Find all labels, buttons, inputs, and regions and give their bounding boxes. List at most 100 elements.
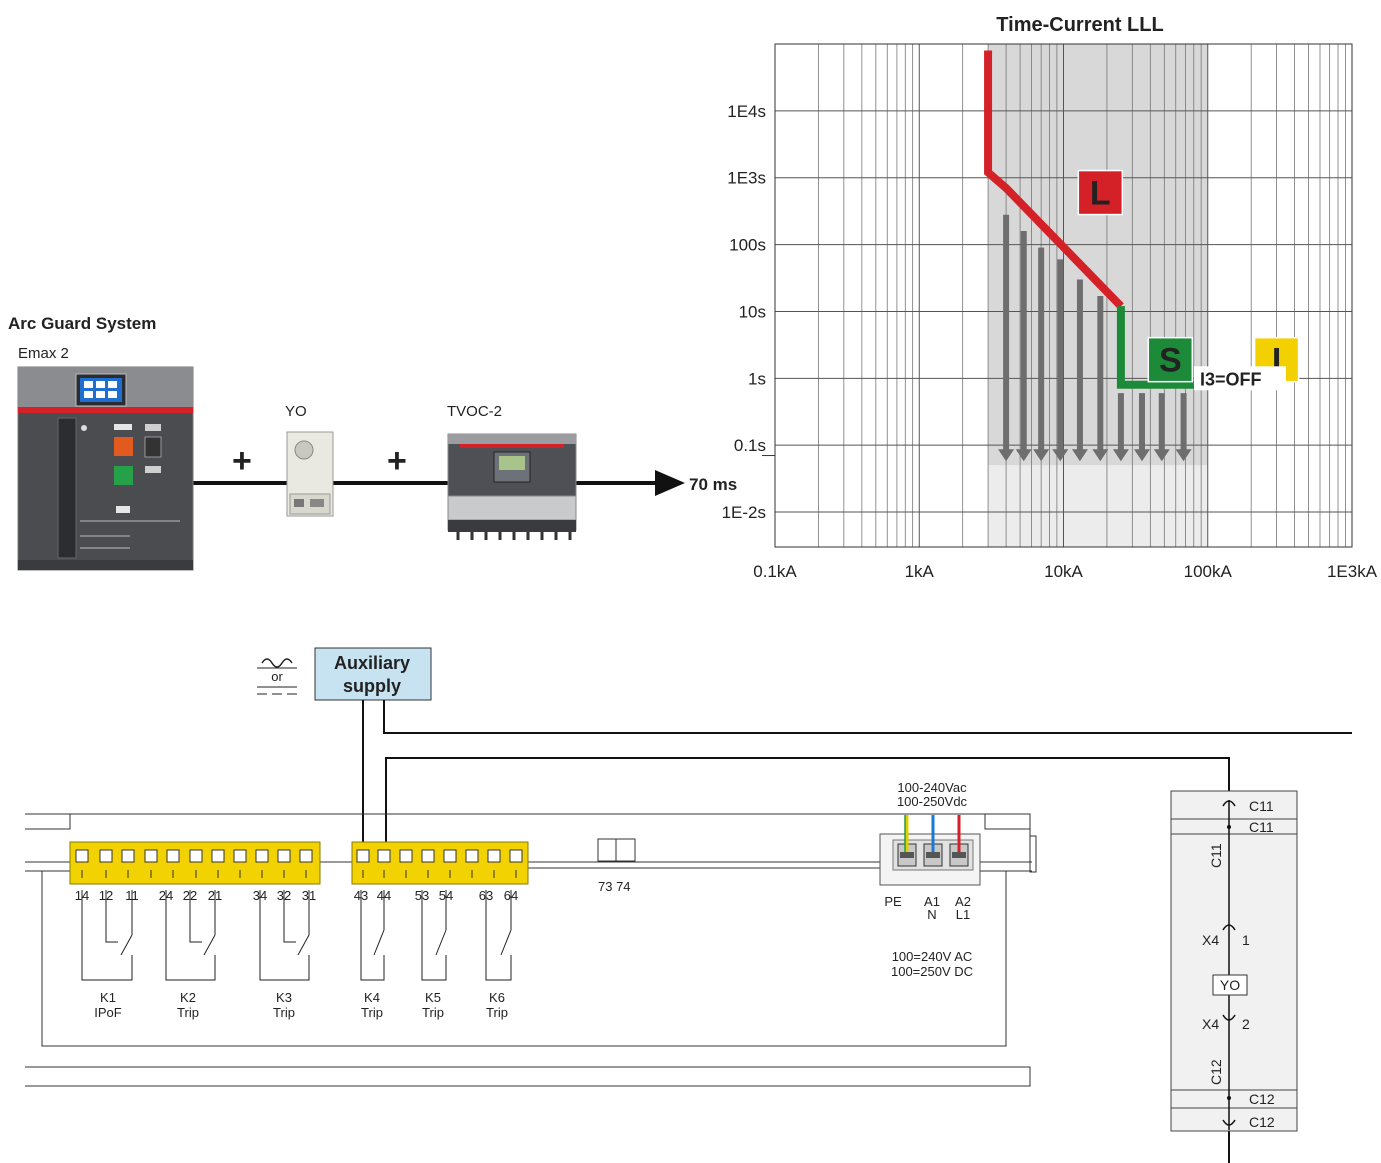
power-terminal-bottom: N xyxy=(927,907,936,922)
relay-k2-name: K2 xyxy=(180,990,196,1005)
pin-2: 2 xyxy=(1242,1016,1250,1032)
trip-arrow-head xyxy=(1133,449,1150,462)
trip-arrow-head xyxy=(1175,449,1192,462)
c12-bottom: C12 xyxy=(1249,1114,1275,1130)
x-tick-label: 100kA xyxy=(1184,562,1233,581)
grid-horizontal xyxy=(775,110,1352,513)
tvoc2-device xyxy=(447,433,577,540)
trip-arrow-head xyxy=(1033,449,1050,462)
terminal-screw xyxy=(121,849,135,863)
y-tick-label: 10s xyxy=(739,302,766,321)
supply-label-2: supply xyxy=(343,676,401,696)
relay-contacts xyxy=(81,890,512,981)
c11-top: C11 xyxy=(1249,798,1274,814)
power-note-dc: 100=250V DC xyxy=(891,964,973,979)
x-tick-label: 0.1kA xyxy=(753,562,797,581)
arrow-70ms-label: 70 ms xyxy=(689,475,737,494)
chart-title: Time-Current LLL xyxy=(996,14,1163,36)
yo-label: YO xyxy=(285,403,307,420)
plus-sign-1: + xyxy=(232,442,252,480)
relay-k3-function: Trip xyxy=(273,1005,295,1020)
terminal-screw xyxy=(211,849,225,863)
terminal-screw xyxy=(75,849,89,863)
curve-s xyxy=(1116,306,1194,389)
relay-k4-name: K4 xyxy=(364,990,380,1005)
terminal-screw xyxy=(144,849,158,863)
power-terminal-top: A2 xyxy=(955,894,971,909)
curve-l xyxy=(984,50,1124,309)
trip-arrow-head xyxy=(1071,449,1088,462)
relay-k5-function: Trip xyxy=(422,1005,444,1020)
terminal-screw xyxy=(421,849,435,863)
trip-arrows xyxy=(998,214,1192,462)
x-tick-label: 1kA xyxy=(905,562,935,581)
terminals-73-74: 73 74 xyxy=(598,879,631,894)
terminal-screw xyxy=(487,849,501,863)
supply-label-1: Auxiliary xyxy=(334,653,410,673)
system-title: Arc Guard System xyxy=(8,314,156,333)
terminal-screw xyxy=(99,849,113,863)
yo-panel: C11 C11 C11 X4 1 YO X4 2 C12 C12 C12 xyxy=(1170,790,1298,1132)
relay-k6-function: Trip xyxy=(486,1005,508,1020)
relay-k6-name: K6 xyxy=(489,990,505,1005)
trip-arrow-head xyxy=(1153,449,1170,462)
terminal-screw xyxy=(277,849,291,863)
terminal-block-k1-k3 xyxy=(69,841,321,885)
c12-mid: C12 xyxy=(1249,1091,1275,1107)
terminal-screw xyxy=(465,849,479,863)
y-tick-label: 1E-2s xyxy=(722,503,766,522)
auxiliary-supply-box xyxy=(314,647,432,701)
terminal-screw xyxy=(189,849,203,863)
voltage-ac: 100-240Vac xyxy=(897,780,967,795)
curves xyxy=(984,50,1194,389)
terminal-screw xyxy=(399,849,413,863)
band-fade xyxy=(988,465,1208,547)
i3-annotation: I3=OFF xyxy=(1200,369,1262,389)
tvoc-housing xyxy=(25,813,1037,1087)
plot-frame xyxy=(774,43,1353,548)
supply-or: or xyxy=(271,669,283,684)
power-terminal-top: A1 xyxy=(924,894,940,909)
x4-label-2: X4 xyxy=(1202,1016,1219,1032)
relay-k3-name: K3 xyxy=(276,990,292,1005)
relay-k1-name: K1 xyxy=(100,990,116,1005)
yo-panel-label: YO xyxy=(1220,977,1240,993)
terminal-block-k4-k6 xyxy=(351,841,529,885)
y-tick-label: 1s xyxy=(748,369,766,388)
power-note-ac: 100=240V AC xyxy=(892,949,973,964)
terminal-screw xyxy=(255,849,269,863)
trip-arrow-head xyxy=(1092,449,1109,462)
power-terminal-block: 100-240Vac 100-250Vdc xyxy=(879,780,981,886)
terminal-screw xyxy=(233,849,247,863)
c11-mid: C11 xyxy=(1249,819,1274,835)
terminal-screw xyxy=(299,849,313,863)
terminal-screws xyxy=(75,849,523,878)
badge-s-text: S xyxy=(1159,342,1182,380)
terminal-screw xyxy=(166,849,180,863)
power-terminal-bottom: L1 xyxy=(956,907,970,922)
relay-k2-function: Trip xyxy=(177,1005,199,1020)
c12-vertical: C12 xyxy=(1208,1059,1224,1085)
x-tick-label: 1E3kA xyxy=(1327,562,1378,581)
badge-l xyxy=(1077,169,1124,216)
badge-s xyxy=(1147,336,1194,383)
i3-label-bg xyxy=(1194,366,1286,391)
supply-wires xyxy=(362,700,1352,1163)
trip-arrow-head xyxy=(1112,449,1129,462)
ac-dc-symbol: or xyxy=(257,658,297,695)
terminal-screw xyxy=(443,849,457,863)
terminal-screw xyxy=(377,849,391,863)
relay-k1-function: IPoF xyxy=(94,1005,122,1020)
x4-label-1: X4 xyxy=(1202,932,1219,948)
trip-arrow-head xyxy=(1052,449,1069,462)
chain-arrowhead xyxy=(655,470,685,496)
y-tick-label: 0.1s xyxy=(734,436,766,455)
relay-k4-function: Trip xyxy=(361,1005,383,1020)
voltage-dc: 100-250Vdc xyxy=(897,794,968,809)
y-tick-label: 100s xyxy=(729,236,766,255)
